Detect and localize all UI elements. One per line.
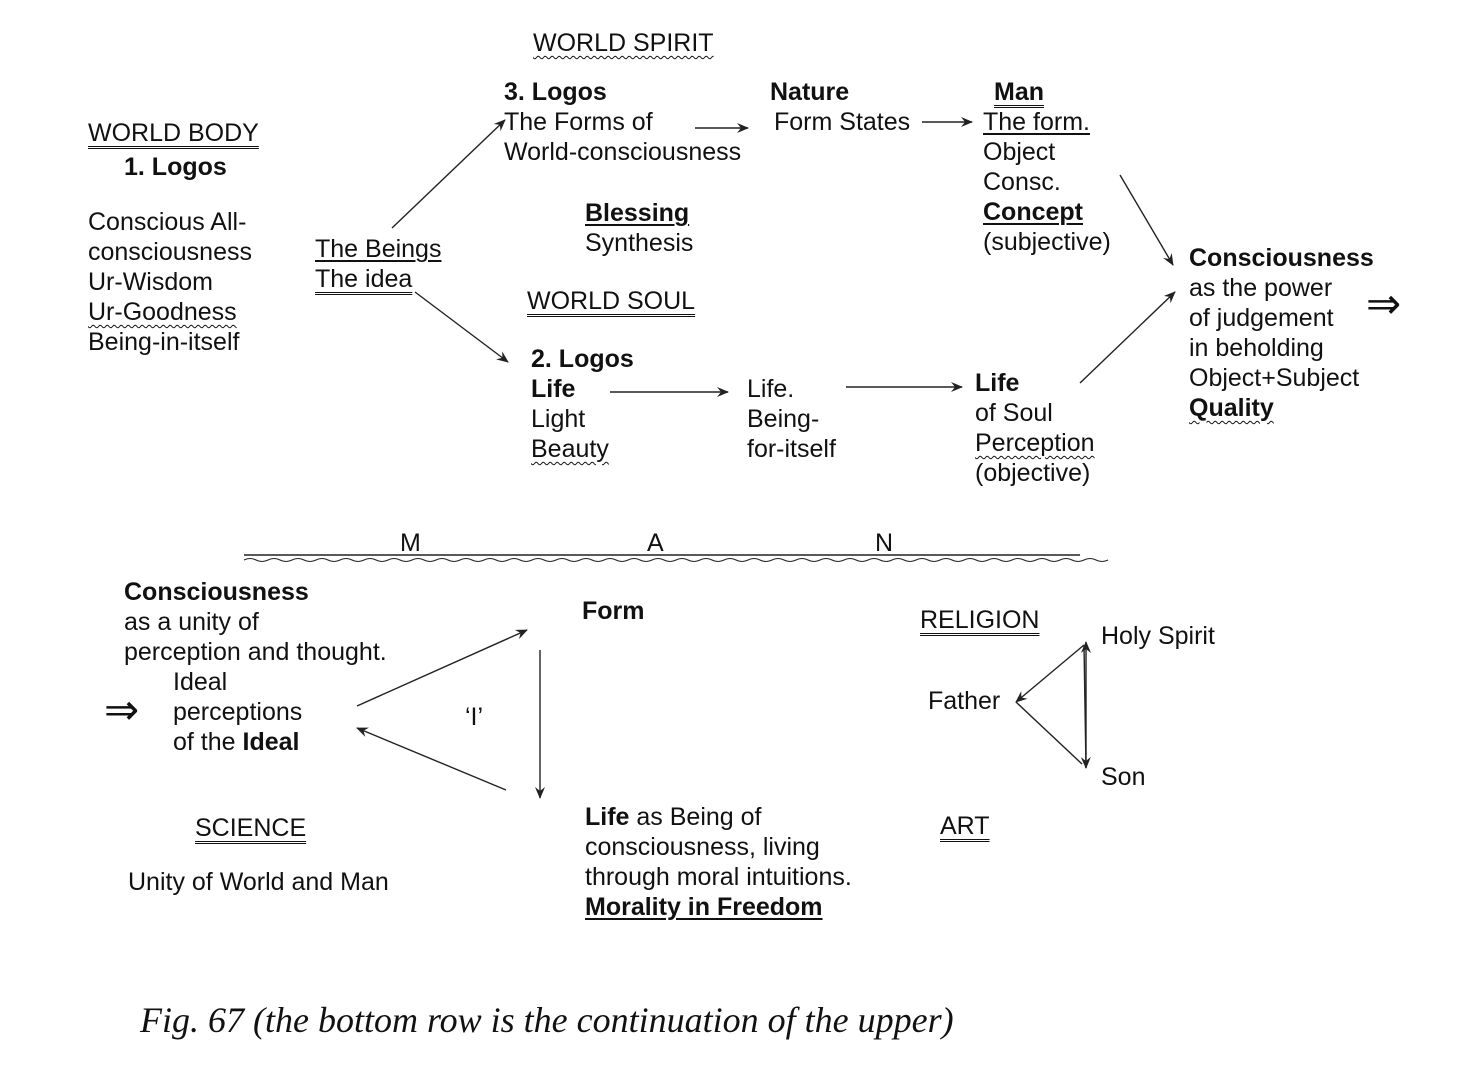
of-soul-label: of Soul — [975, 399, 1053, 427]
perception-label: Perception — [975, 429, 1095, 457]
consciousness-power-line: in beholding — [1189, 334, 1324, 362]
arrow-holyspirit-to-father — [1015, 644, 1085, 703]
world-spirit-logos: 3. Logos — [504, 78, 607, 106]
world-body-line: consciousness — [88, 238, 252, 266]
forms-of-label: The Forms of — [504, 108, 653, 136]
life-block-line: through moral intuitions. — [585, 863, 852, 891]
form-states-label: Form States — [774, 108, 911, 136]
world-soul-life: Life — [531, 375, 576, 403]
life-being-line: for-itself — [747, 435, 836, 463]
world-body-logos: 1. Logos — [124, 153, 227, 181]
world-soul-light: Light — [531, 405, 586, 433]
father-label: Father — [928, 687, 1001, 715]
arrow-idea-to-logos2 — [414, 291, 509, 363]
world-body-line: Ur-Goodness — [88, 298, 237, 326]
consciousness-unity-title: Consciousness — [124, 578, 309, 606]
world-soul-beauty: Beauty — [531, 435, 609, 463]
line-father-to-son — [1015, 701, 1083, 765]
continue-arrow-icon: ⇒ — [104, 686, 140, 733]
form-title: Form — [582, 597, 645, 625]
world-spirit-heading: WORLD SPIRIT — [533, 29, 714, 57]
consciousness-power-line: of judgement — [1189, 304, 1334, 332]
ideal-line: of the Ideal — [173, 727, 299, 757]
arrow-life-to-ideal — [356, 727, 507, 791]
beings-label: The Beings — [315, 235, 442, 263]
world-body-line: Ur-Wisdom — [88, 268, 213, 296]
idea-label: The idea — [315, 265, 413, 293]
arrow-ideal-to-form — [356, 629, 528, 707]
life-block-line: consciousness, living — [585, 833, 820, 861]
concept-label: Concept — [983, 198, 1083, 226]
subjective-label: (subjective) — [983, 228, 1111, 256]
life-being-line: Being- — [747, 405, 820, 433]
consciousness-unity-line: perception and thought. — [124, 638, 387, 666]
world-body-heading: WORLD BODY — [88, 119, 259, 147]
man-letter-m: M — [400, 529, 421, 557]
life-soul-title: Life — [975, 369, 1020, 397]
object-label: Object — [983, 138, 1056, 166]
man-letter-a: A — [647, 529, 664, 557]
consciousness-power-title: Consciousness — [1189, 244, 1374, 272]
religion-heading: RELIGION — [920, 606, 1040, 634]
consciousness-unity-line: as a unity of — [124, 608, 259, 636]
ideal-bold: Ideal — [242, 728, 300, 756]
world-body-line: Conscious All- — [88, 208, 247, 236]
ideal-prefix: of the — [173, 728, 243, 756]
continue-arrow-icon: ⇒ — [1366, 280, 1402, 327]
man-title: Man — [994, 78, 1044, 106]
consc-label: Consc. — [983, 168, 1061, 196]
i-label: ‘I’ — [465, 703, 484, 731]
quality-label: Quality — [1189, 394, 1274, 422]
figure-caption: Fig. 67 (the bottom row is the continuat… — [140, 1000, 954, 1040]
art-heading: ART — [940, 812, 990, 840]
holy-spirit-label: Holy Spirit — [1101, 622, 1215, 650]
science-text: Unity of World and Man — [128, 868, 389, 896]
ideal-line: perceptions — [173, 698, 303, 726]
science-heading: SCIENCE — [195, 814, 307, 842]
the-form-label: The form. — [983, 108, 1090, 136]
arrow-beings-to-logos3 — [391, 119, 506, 229]
man-band-line-wave — [243, 558, 1109, 562]
son-label: Son — [1101, 763, 1146, 791]
life-rest: as Being of — [629, 803, 762, 831]
world-consciousness-label: World-consciousness — [504, 138, 742, 166]
arrow-lifesoul-to-consciousness — [1079, 291, 1176, 384]
world-soul-heading: WORLD SOUL — [527, 287, 696, 315]
objective-label: (objective) — [975, 459, 1091, 487]
arrow-man-to-consciousness — [1119, 174, 1174, 266]
nature-title: Nature — [770, 78, 850, 106]
man-letter-n: N — [875, 529, 894, 557]
consciousness-power-line: Object+Subject — [1189, 364, 1360, 392]
synthesis-label: Synthesis — [585, 229, 694, 257]
life-block-line: Life as Being of — [585, 802, 761, 832]
world-body-line: Being-in-itself — [88, 328, 240, 356]
world-soul-logos: 2. Logos — [531, 345, 634, 373]
morality-label: Morality in Freedom — [585, 893, 823, 921]
life-being-line: Life. — [747, 375, 795, 403]
life-bold: Life — [585, 803, 630, 831]
blessing-label: Blessing — [585, 199, 690, 227]
consciousness-power-line: as the power — [1189, 274, 1333, 302]
ideal-line: Ideal — [173, 668, 228, 696]
